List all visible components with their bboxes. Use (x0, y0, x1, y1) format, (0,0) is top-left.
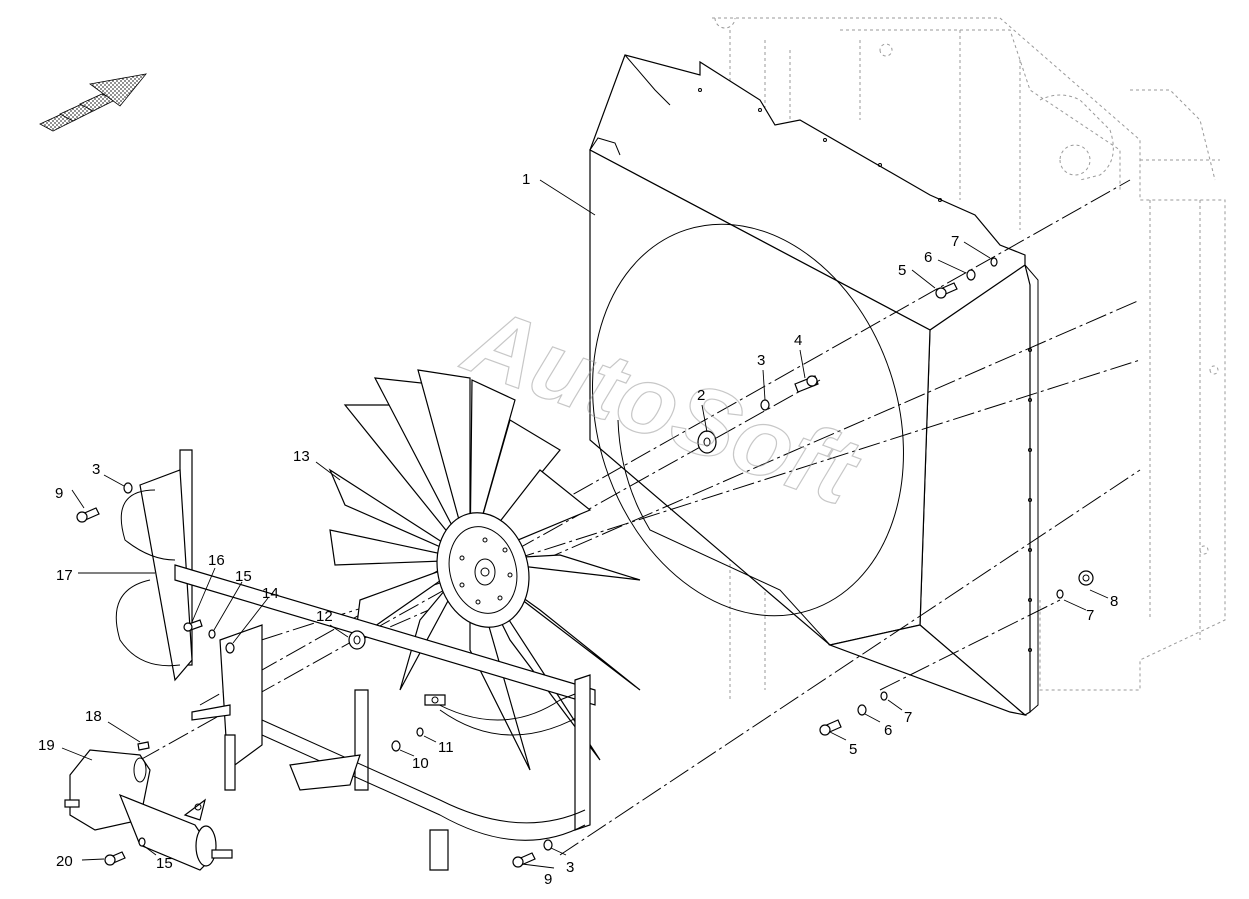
bolt-9-left (76, 507, 100, 523)
washer-7-right (1056, 589, 1064, 599)
bolt-20 (104, 851, 126, 866)
washer-15-bottom (138, 837, 146, 847)
callout-9-left: 9 (55, 485, 63, 502)
fasteners (76, 257, 1094, 868)
callout-leader-lines (61, 179, 1109, 869)
bolt-16 (183, 619, 203, 632)
callout-3-bottom: 3 (566, 859, 574, 876)
callout-6-top: 6 (924, 249, 932, 266)
callout-5-top: 5 (898, 262, 906, 279)
fan-hub-bolt-holes (459, 537, 513, 605)
fan-shroud (589, 54, 1039, 717)
washer-6-top (966, 269, 976, 281)
callout-1: 1 (522, 171, 530, 188)
callout-6-bottom: 6 (884, 722, 892, 739)
washer-12 (348, 630, 366, 650)
washer-11 (416, 727, 424, 737)
washer-3-bottom (543, 839, 553, 851)
callout-15-top: 15 (235, 568, 252, 585)
callout-5-bottom: 5 (849, 741, 857, 758)
callout-8: 8 (1110, 593, 1118, 610)
spacer-2 (697, 430, 717, 454)
callout-2: 2 (697, 387, 705, 404)
callout-20: 20 (56, 853, 73, 870)
callout-15-bottom: 15 (156, 855, 173, 872)
washer-7-top (990, 257, 998, 267)
callout-19: 19 (38, 737, 55, 754)
washer-3-left (123, 482, 133, 494)
callout-11: 11 (438, 739, 454, 756)
bolt-9-bottom (512, 852, 536, 868)
callout-13: 13 (293, 448, 310, 465)
washer-14 (225, 642, 235, 654)
callout-3-top: 3 (757, 352, 765, 369)
callout-16: 16 (208, 552, 225, 569)
callout-7-bottom: 7 (904, 709, 912, 726)
washer-6-bottom (857, 704, 867, 716)
callout-12: 12 (316, 608, 333, 625)
callout-labels: 1 2 3 3 3 4 5 5 6 6 7 7 7 8 9 9 10 11 12… (38, 171, 1118, 888)
key-18 (137, 741, 150, 751)
callout-10: 10 (412, 755, 429, 772)
callout-18: 18 (85, 708, 102, 725)
washer-10 (391, 740, 401, 752)
callout-17: 17 (56, 567, 73, 584)
callout-7-top: 7 (951, 233, 959, 250)
forward-direction-arrow-icon (39, 73, 147, 132)
callout-7-right: 7 (1086, 607, 1094, 624)
bolt-5-bottom (819, 719, 842, 736)
fan-guard-frame (115, 449, 596, 871)
bolt-4 (794, 375, 819, 393)
nut-8 (1078, 570, 1094, 586)
callout-9-bottom: 9 (544, 871, 552, 888)
washer-15-top (208, 629, 216, 639)
shroud-flange-holes (698, 88, 1032, 652)
callout-3-left: 3 (92, 461, 100, 478)
fan-drive-gearbox (64, 749, 233, 871)
callout-14: 14 (262, 585, 279, 602)
bolt-5-top (935, 282, 958, 299)
callout-4: 4 (794, 332, 802, 349)
washer-7-bottom (880, 691, 888, 701)
